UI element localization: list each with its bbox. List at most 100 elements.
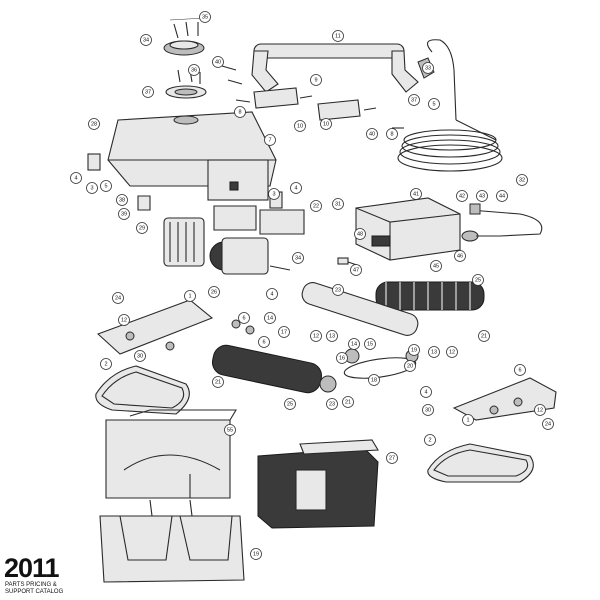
callout-number: 17 [281,329,287,335]
part-callout-c21c: 21 [342,396,354,408]
callout-number: 21 [481,333,487,339]
callout-bubble [70,172,82,184]
callout-number: 30 [137,353,143,359]
callout-bubble [366,128,378,140]
filter-cap-assembly [163,17,243,99]
catalog-subtitle-line2: SUPPORT CATALOG [5,589,64,595]
part-callout-c10a: 10 [294,120,306,132]
callout-bubble [86,182,98,194]
callout-number: 23 [335,287,341,293]
part-callout-c24b: 24 [542,418,554,430]
callout-bubble [342,396,354,408]
part-callout-c26: 26 [208,286,220,298]
part-callout-c37b: 37 [408,94,420,106]
callout-number: 8 [238,109,241,115]
callout-number: 34 [143,37,149,43]
motor-housing [107,111,277,201]
callout-bubble [462,414,474,426]
callout-bubble [88,118,100,130]
part-callout-c40a: 40 [212,56,224,68]
callout-bubble [422,404,434,416]
callout-bubble [472,274,484,286]
callout-number: 44 [499,193,505,199]
part-callout-c2b: 2 [424,434,436,446]
callout-number: 4 [270,291,273,297]
callout-number: 4 [74,175,77,181]
part-callout-c6c: 6 [514,364,526,376]
callout-bubble [326,398,338,410]
callout-bubble [534,404,546,416]
callout-bubble [332,198,344,210]
callout-number: 38 [119,197,125,203]
callout-bubble [284,398,296,410]
callout-number: 21 [215,379,221,385]
callout-number: 25 [287,401,293,407]
callout-number: 31 [335,201,341,207]
part-callout-c28: 28 [88,118,100,130]
callout-bubble [184,290,196,302]
callout-number: 26 [211,289,217,295]
callout-number: 19 [253,551,259,557]
callout-bubble [332,30,344,42]
callout-number: 3 [272,191,275,197]
part-callout-c6b: 6 [258,336,270,348]
catalog-subtitle: PARTS PRICING & SUPPORT CATALOG [5,582,85,596]
part-callout-c2a: 2 [100,358,112,370]
callout-number: 1 [188,293,191,299]
callout-number: 14 [351,341,357,347]
callout-number: 4 [424,389,427,395]
part-callout-c12a: 12 [118,314,130,326]
callout-bubble [264,312,276,324]
part-callout-c39: 39 [118,208,130,220]
callout-number: 8 [390,131,393,137]
filter-stand [99,499,245,583]
callout-bubble [408,344,420,356]
part-callout-c22: 22 [310,200,322,212]
part-callout-c8b: 8 [386,128,398,140]
part-callout-c12c: 12 [446,346,458,358]
callout-bubble [386,452,398,464]
part-callout-c33: 33 [422,62,434,74]
callout-number: 48 [357,231,363,237]
track-left [95,365,190,415]
callout-bubble [514,364,526,376]
part-callout-c32: 32 [516,174,528,186]
callout-number: 10 [297,123,303,129]
callout-bubble [290,182,302,194]
callout-bubble [364,338,376,350]
callout-number: 47 [353,267,359,273]
catalog-year: 2011 [4,553,60,583]
callout-bubble [478,330,490,342]
filter-basket [257,439,379,529]
callout-number: 12 [121,317,127,323]
callout-number: 37 [145,89,151,95]
callout-bubble [142,86,154,98]
callout-bubble [446,346,458,358]
callout-number: 12 [537,407,543,413]
part-callout-c34: 34 [140,34,152,46]
callout-bubble [100,180,112,192]
callout-bubble [348,338,360,350]
callout-number: 35 [202,14,208,20]
callout-bubble [266,288,278,300]
callout-number: 25 [475,277,481,283]
callout-bubble [258,336,270,348]
callout-bubble [199,11,211,23]
callout-bubble [212,56,224,68]
callout-number: 55 [227,427,233,433]
part-callout-c18: 18 [368,374,380,386]
part-callout-c10b: 10 [320,118,332,130]
callout-number: 46 [457,253,463,259]
callout-bubble [422,62,434,74]
part-callout-c34b: 34 [292,252,304,264]
callout-number: 12 [449,349,455,355]
callout-bubble [354,228,366,240]
callout-bubble [336,352,348,364]
callout-bubble [456,190,468,202]
part-callout-c40b: 40 [366,128,378,140]
callout-bubble [424,434,436,446]
callout-number: 41 [413,191,419,197]
callout-bubble [234,106,246,118]
callout-number: 11 [335,33,341,39]
callout-number: 5 [432,101,435,107]
